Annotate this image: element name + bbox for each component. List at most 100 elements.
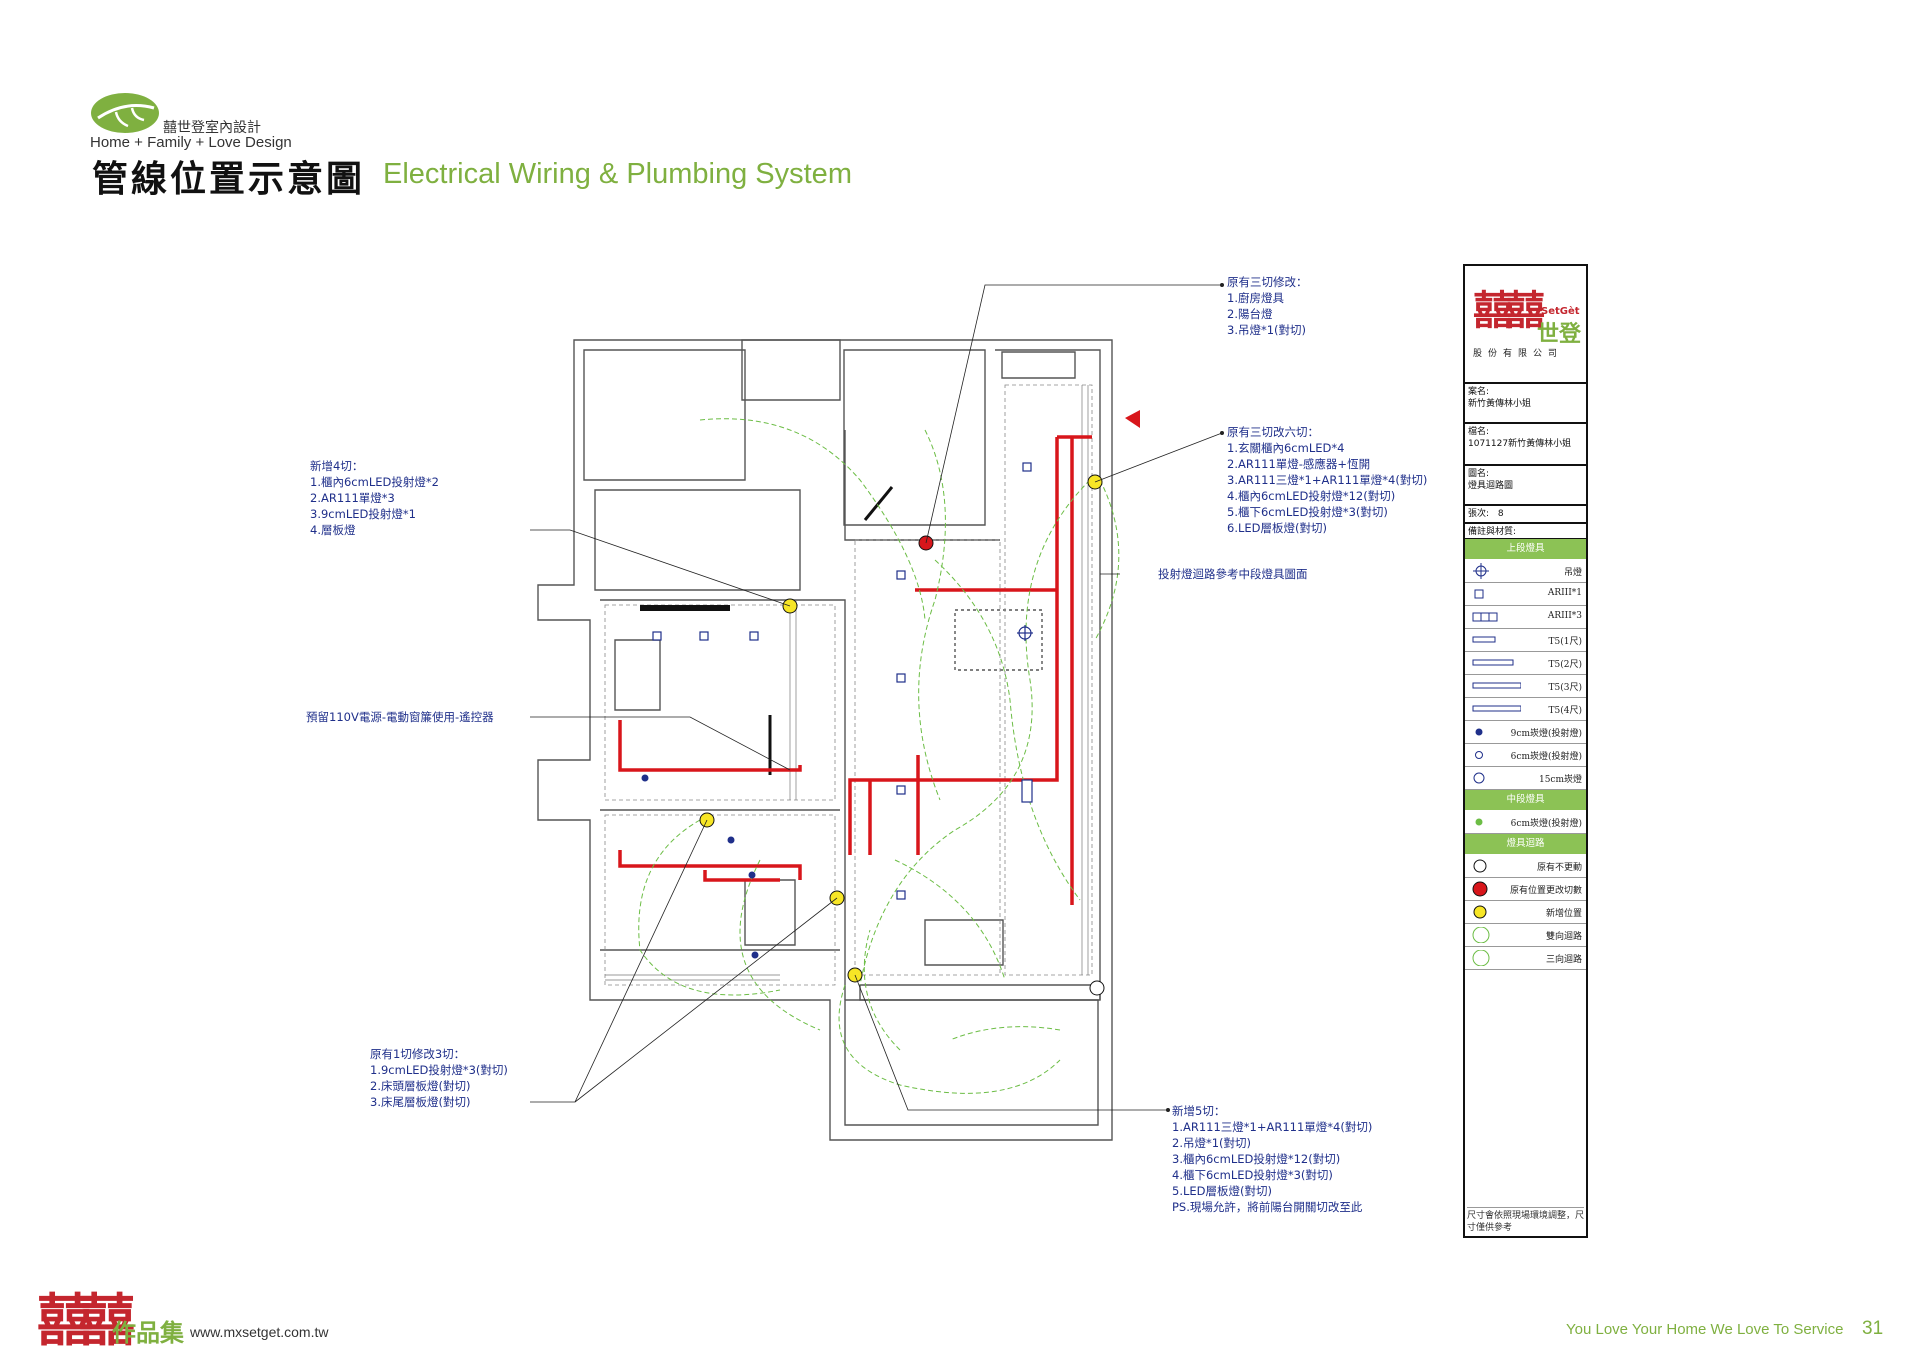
yellow-dot-icon bbox=[1471, 904, 1521, 920]
red-wiring bbox=[618, 435, 1092, 905]
floor-plan-drawing bbox=[530, 283, 1224, 1141]
legend-row: 三向迴路 bbox=[1465, 947, 1586, 970]
note-line: 6.LED層板燈(對切) bbox=[1227, 521, 1327, 535]
legend-label: T5(3尺) bbox=[1548, 683, 1582, 693]
t5-4ft-icon bbox=[1471, 701, 1522, 717]
note-line: 2.AR111單燈*3 bbox=[310, 491, 395, 505]
green-downlight-icon bbox=[1471, 814, 1521, 830]
t5-2ft-icon bbox=[1471, 655, 1521, 671]
note-right-bottom: 新增5切： 1.AR111三燈*1+AR111單燈*4(對切) 2.吊燈*1(對… bbox=[1172, 1103, 1372, 1215]
note-line: 1.廚房燈具 bbox=[1227, 291, 1284, 305]
legend-row: 原有位置更改切數 bbox=[1465, 878, 1586, 901]
title-block: 囍囍 SetGèt 世登 股份有限公司 案名: 新竹黃傳林小姐 檔名: 1071… bbox=[1463, 264, 1588, 1238]
legend-label: 新增位置 bbox=[1545, 909, 1582, 919]
note-left-top: 新增4切： 1.櫃內6cmLED投射燈*2 2.AR111單燈*3 3.9cmL… bbox=[310, 458, 439, 538]
company-logo: 囍囍 SetGèt 世登 股份有限公司 bbox=[1465, 266, 1586, 384]
legend-row: 15cm崁燈 bbox=[1465, 767, 1586, 790]
note-line: 5.LED層板燈(對切) bbox=[1172, 1184, 1272, 1198]
red-dot-icon bbox=[1471, 881, 1521, 897]
legend-row: T5(4尺) bbox=[1465, 698, 1586, 721]
note-top: 原有三切修改： 1.廚房燈具 2.陽台燈 3.吊燈*1(對切) bbox=[1227, 274, 1308, 338]
legend-label: T5(4尺) bbox=[1548, 706, 1582, 716]
legend-row: 9cm崁燈(投射燈) bbox=[1465, 721, 1586, 744]
legend-label: 6cm崁燈(投射燈) bbox=[1510, 752, 1582, 762]
page-number: 31 bbox=[1862, 1318, 1884, 1339]
legend-label: 雙向迴路 bbox=[1545, 932, 1582, 942]
drawing-field: 圖名: 燈具迴路圖 bbox=[1465, 466, 1586, 506]
t5-3ft-icon bbox=[1471, 678, 1522, 694]
legend-row: T5(1尺) bbox=[1465, 629, 1586, 652]
legend-row: 6cm崁燈(投射燈) bbox=[1465, 811, 1586, 834]
note-line: 3.9cmLED投射燈*1 bbox=[310, 507, 416, 521]
page-title-en: Electrical Wiring & Plumbing System bbox=[383, 158, 852, 190]
footer-slogan: You Love Your Home We Love To Service bbox=[1566, 1321, 1844, 1338]
legend-row: T5(3尺) bbox=[1465, 675, 1586, 698]
company-type: 股份有限公司 bbox=[1473, 349, 1564, 359]
legend-label: 9cm崁燈(投射燈) bbox=[1510, 729, 1582, 739]
yellow-dot-markers bbox=[699, 474, 1103, 983]
downlights-9cm bbox=[641, 774, 759, 959]
legend-row: 新增位置 bbox=[1465, 901, 1586, 924]
note-line: 1.玄關櫃內6cmLED*4 bbox=[1227, 441, 1345, 455]
note-line: 5.櫃下6cmLED投射燈*3(對切) bbox=[1227, 505, 1388, 519]
legend-row: 6cm崁燈(投射燈) bbox=[1465, 744, 1586, 767]
legend-label: 吊燈 bbox=[1563, 568, 1582, 578]
sheet-field: 張次: 8 bbox=[1465, 506, 1586, 524]
downlight-6cm-icon bbox=[1471, 747, 1521, 763]
legend-label: 6cm崁燈(投射燈) bbox=[1510, 819, 1582, 829]
case-label: 案名: bbox=[1468, 387, 1490, 397]
legend-label: ARIII*3 bbox=[1547, 611, 1582, 621]
section-upper-lamps: 上段燈具 bbox=[1465, 539, 1586, 560]
note-line: 1.9cmLED投射燈*3(對切) bbox=[370, 1063, 508, 1077]
file-label: 檔名: bbox=[1468, 427, 1490, 437]
note-line: 3.床尾層板燈(對切) bbox=[370, 1095, 471, 1109]
downlight-9cm-icon bbox=[1471, 724, 1521, 740]
downlight-15cm-icon bbox=[1471, 770, 1521, 786]
legend-label: 15cm崁燈 bbox=[1538, 775, 1582, 785]
note-line: 原有三切修改： bbox=[1227, 275, 1308, 289]
note-left-mid: 預留110V電源-電動窗簾使用-遙控器 bbox=[306, 710, 494, 724]
legend-label: T5(1尺) bbox=[1548, 637, 1582, 647]
legend-circuit: 原有不更動原有位置更改切數新增位置雙向迴路三向迴路 bbox=[1465, 855, 1586, 970]
brand-name-cn: 囍世登室內設計 bbox=[163, 120, 261, 136]
legend-label: 三向迴路 bbox=[1545, 955, 1582, 965]
note-line: 原有三切改六切： bbox=[1227, 425, 1319, 439]
note-line: 2.AR111單燈-感應器+恆開 bbox=[1227, 457, 1371, 471]
note-right-top: 原有三切改六切： 1.玄關櫃內6cmLED*4 2.AR111單燈-感應器+恆開… bbox=[1227, 424, 1427, 536]
legend-label: 原有不更動 bbox=[1536, 863, 1582, 873]
sheet-label: 張次: bbox=[1468, 509, 1490, 519]
section-circuits: 燈具迴路 bbox=[1465, 834, 1586, 855]
footer-url[interactable]: www.mxsetget.com.tw bbox=[190, 1324, 329, 1340]
sheet-value: 8 bbox=[1497, 509, 1504, 519]
legend-middle: 6cm崁燈(投射燈) bbox=[1465, 811, 1586, 834]
leader-lines bbox=[530, 284, 1223, 1111]
legend-row: ARIII*1 bbox=[1465, 583, 1586, 606]
drawing-label: 圖名: bbox=[1468, 469, 1490, 479]
note-right-mid: 投射燈迴路參考中段燈具圖面 bbox=[1158, 567, 1308, 581]
t5-1ft-icon bbox=[1471, 632, 1521, 648]
remark-label: 備註與材質: bbox=[1465, 524, 1586, 539]
note-line: 4.層板燈 bbox=[310, 523, 356, 537]
case-field: 案名: 新竹黃傳林小姐 bbox=[1465, 384, 1586, 424]
note-line: 新增4切： bbox=[310, 459, 364, 473]
file-field: 檔名: 1071127新竹黃傳林小姐 bbox=[1465, 424, 1586, 466]
legend-label: ARIII*1 bbox=[1547, 588, 1582, 598]
legend-row: ARIII*3 bbox=[1465, 606, 1586, 629]
note-line: 2.床頭層板燈(對切) bbox=[370, 1079, 471, 1093]
note-line: 3.AR111三燈*1+AR111單燈*4(對切) bbox=[1227, 473, 1428, 487]
section-middle-lamps: 中段燈具 bbox=[1465, 790, 1586, 811]
footer-logo: 囍囍 bbox=[37, 1288, 135, 1354]
company-logo-glyph: 囍囍 bbox=[1473, 287, 1545, 334]
legend-row: T5(2尺) bbox=[1465, 652, 1586, 675]
green-circuits bbox=[638, 418, 1120, 1094]
brand-name-en: Home + Family + Love Design bbox=[90, 134, 292, 151]
legend-label: T5(2尺) bbox=[1548, 660, 1582, 670]
note-line: 新增5切： bbox=[1172, 1104, 1226, 1118]
legend-row: 吊燈 bbox=[1465, 560, 1586, 583]
circle-number-icon bbox=[1089, 980, 1105, 996]
cabinet-led-strip bbox=[640, 605, 730, 611]
ar111-single-icon bbox=[1471, 586, 1521, 602]
footer-portfolio: 作品集 bbox=[112, 1319, 184, 1347]
circle-number-icon bbox=[1471, 858, 1521, 874]
leaf-logo-icon bbox=[91, 93, 159, 133]
